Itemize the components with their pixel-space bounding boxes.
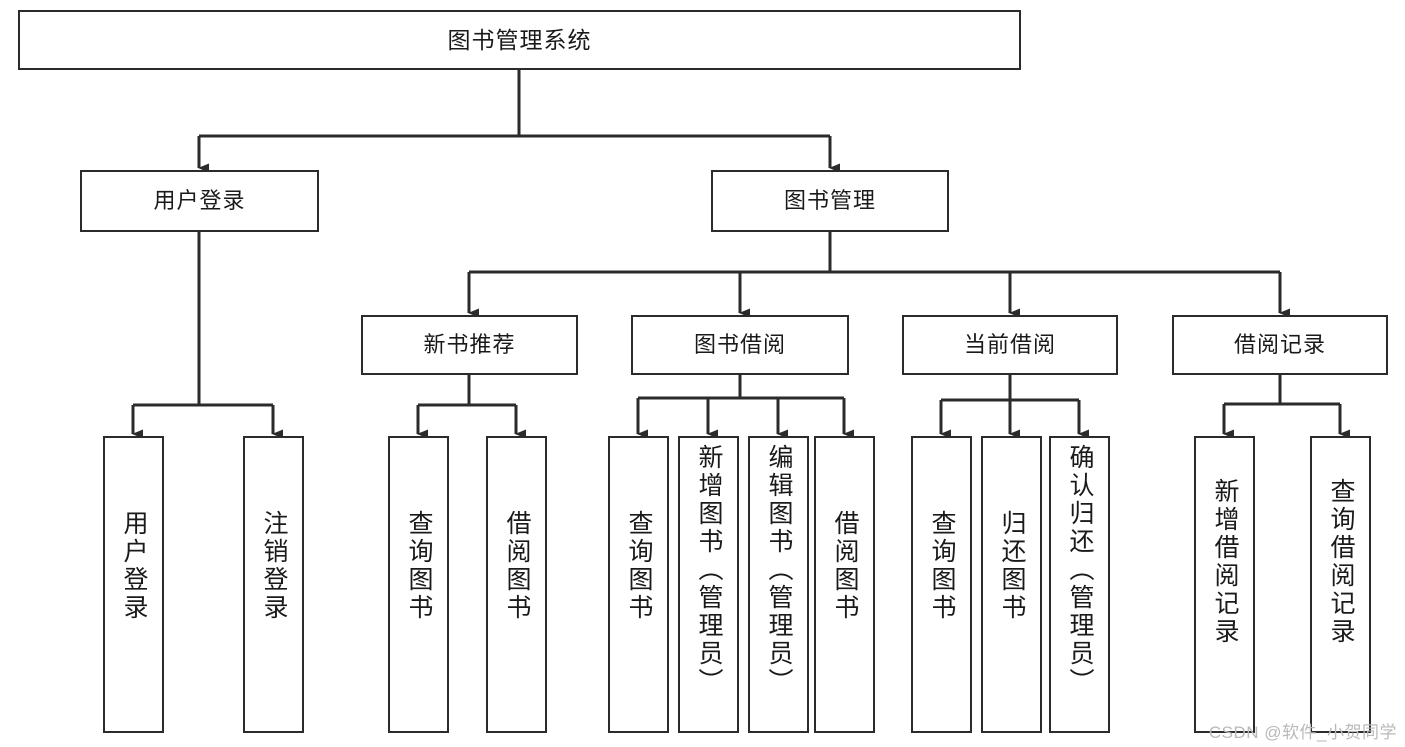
node-label: 用户登录 bbox=[153, 187, 246, 213]
node-user-login[interactable]: 用户登录 bbox=[80, 170, 319, 232]
node-label: 借阅图书 bbox=[831, 510, 859, 622]
node-current-borrow[interactable]: 当前借阅 bbox=[902, 315, 1118, 375]
leaf-confirm-return[interactable]: 确认归还（管理员） bbox=[1049, 436, 1110, 733]
node-label: 借阅图书 bbox=[503, 510, 531, 622]
leaf-logout-login[interactable]: 注销登录 bbox=[243, 436, 304, 733]
node-label: 查询图书 bbox=[405, 510, 433, 622]
node-label: 当前借阅 bbox=[963, 331, 1056, 357]
leaf-add-borrow-record[interactable]: 新增借阅记录 bbox=[1194, 436, 1255, 733]
node-label: 编辑图书（管理员） bbox=[765, 444, 793, 696]
node-label: 查询借阅记录 bbox=[1327, 478, 1355, 646]
node-borrow-record[interactable]: 借阅记录 bbox=[1172, 315, 1388, 375]
node-root-system[interactable]: 图书管理系统 bbox=[18, 10, 1021, 70]
node-label: 借阅记录 bbox=[1233, 331, 1326, 357]
node-label: 图书管理系统 bbox=[447, 26, 592, 53]
node-label: 新增图书（管理员） bbox=[695, 444, 723, 696]
node-label: 注销登录 bbox=[260, 510, 288, 622]
node-label: 用户登录 bbox=[120, 510, 148, 622]
node-label: 新增借阅记录 bbox=[1211, 478, 1239, 646]
leaf-borrow-book[interactable]: 借阅图书 bbox=[814, 436, 875, 733]
csdn-watermark: CSDN @软件_小贺同学 bbox=[1208, 723, 1397, 742]
node-label: 图书借阅 bbox=[693, 331, 786, 357]
node-label: 确认归还（管理员） bbox=[1066, 444, 1094, 696]
node-label: 归还图书 bbox=[998, 510, 1026, 622]
leaf-query-book-current[interactable]: 查询图书 bbox=[911, 436, 972, 733]
node-label: 查询图书 bbox=[625, 510, 653, 622]
node-book-manage[interactable]: 图书管理 bbox=[711, 170, 949, 232]
leaf-user-login[interactable]: 用户登录 bbox=[103, 436, 164, 733]
leaf-query-book-borrow[interactable]: 查询图书 bbox=[608, 436, 669, 733]
leaf-borrow-book-recommend[interactable]: 借阅图书 bbox=[486, 436, 547, 733]
node-label: 新书推荐 bbox=[423, 331, 516, 357]
node-book-borrow[interactable]: 图书借阅 bbox=[631, 315, 849, 375]
node-label: 查询图书 bbox=[928, 510, 956, 622]
leaf-return-book[interactable]: 归还图书 bbox=[981, 436, 1042, 733]
node-label: 图书管理 bbox=[783, 187, 876, 213]
leaf-add-book[interactable]: 新增图书（管理员） bbox=[678, 436, 739, 733]
leaf-edit-book[interactable]: 编辑图书（管理员） bbox=[748, 436, 809, 733]
leaf-query-book-recommend[interactable]: 查询图书 bbox=[388, 436, 449, 733]
node-new-book-recommend[interactable]: 新书推荐 bbox=[361, 315, 578, 375]
leaf-query-borrow-record[interactable]: 查询借阅记录 bbox=[1310, 436, 1371, 733]
